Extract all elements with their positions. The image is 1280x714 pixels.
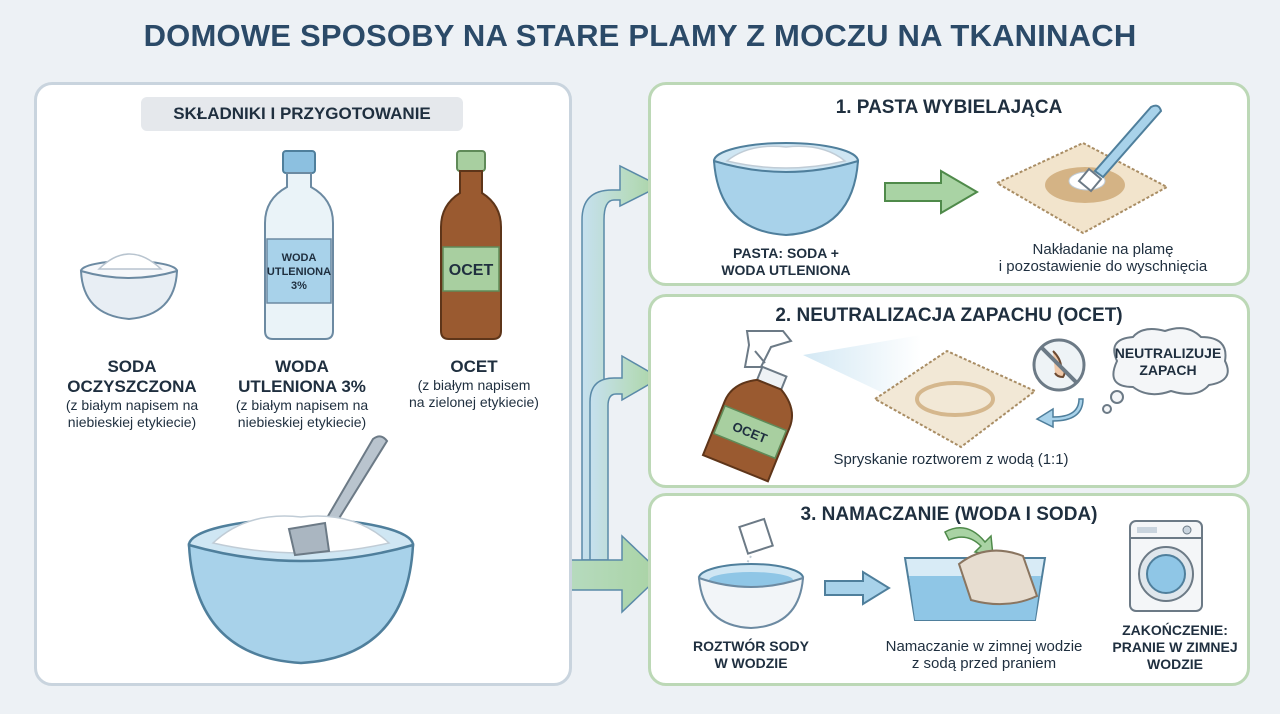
step-2-title: 2. NEUTRALIZACJA ZAPACHU (OCET) xyxy=(775,305,1123,326)
step-3-finish-label: ZAKOŃCZENIE: PRANIE W ZIMNEJ WODZIE xyxy=(1112,622,1238,672)
peroxide-label-line-3: 3% xyxy=(291,280,307,292)
arrow-right-icon xyxy=(824,570,891,606)
ingredients-panel: SKŁADNIKI I PRZYGOTOWANIE SODA OCZYSZCZO… xyxy=(34,82,572,686)
paste-bowl-icon xyxy=(712,142,860,237)
soda-solution-bowl-icon xyxy=(697,517,805,630)
fabric-stain-ring-icon xyxy=(873,349,1037,449)
ingredient-note-vinegar: (z białym napisem na zielonej etykiecie) xyxy=(409,377,539,410)
vinegar-spray-bottle-icon: OCET xyxy=(701,330,793,483)
peroxide-label-line-2: UTLENIONA xyxy=(267,266,331,278)
ingredient-name-peroxide: WODA UTLENIONA 3% xyxy=(238,357,366,396)
step-1-title: 1. PASTA WYBIELAJĄCA xyxy=(835,97,1063,118)
neutralize-bubble-text: NEUTRALIZUJE ZAPACH xyxy=(1114,345,1222,378)
stained-fabric-brush-icon xyxy=(994,104,1170,235)
soda-bowl-icon xyxy=(79,253,179,321)
flow-arrow-to-step-2 xyxy=(589,354,662,561)
ingredient-name-soda: SODA OCZYSZCZONA xyxy=(67,357,197,396)
no-smell-icon xyxy=(1032,338,1086,392)
step-1-apply-label: Nakładanie na plamę i pozostawienie do w… xyxy=(998,241,1208,275)
vinegar-bottle-label: OCET xyxy=(449,262,494,279)
ingredient-note-peroxide: (z białym napisem na niebieskiej etykiec… xyxy=(235,397,369,430)
washing-machine-icon xyxy=(1129,520,1203,612)
step-3-soak-label: Namaczanie w zimnej wodzie z sodą przed … xyxy=(885,638,1083,672)
step-3-title: 3. NAMACZANIE (WODA I SODA) xyxy=(800,504,1098,525)
curved-arrow-icon xyxy=(1035,398,1084,429)
step-2-panel: 2. NEUTRALIZACJA ZAPACHU (OCET) OCET xyxy=(648,294,1250,488)
ingredient-note-soda: (z białym napisem na niebieskiej etykiec… xyxy=(65,397,199,430)
hydrogen-peroxide-bottle-icon: WODA UTLENIONA 3% xyxy=(264,150,334,340)
soaking-basin-icon xyxy=(903,527,1047,621)
step-1-paste-label: PASTA: SODA + WODA UTLENIONA xyxy=(721,245,851,278)
mixing-bowl-icon xyxy=(187,435,415,665)
step-2-spray-label: Spryskanie roztworem z wodą (1:1) xyxy=(833,451,1069,468)
page-title: DOMOWE SPOSOBY NA STARE PLAMY Z MOCZU NA… xyxy=(143,18,1137,53)
peroxide-label-line-1: WODA xyxy=(282,252,317,264)
thought-bubble-icon xyxy=(1102,327,1229,414)
step-1-panel: 1. PASTA WYBIELAJĄCA PASTA: SODA + WODA … xyxy=(648,82,1250,286)
ingredient-name-vinegar: OCET xyxy=(450,357,498,376)
step-3-panel: 3. NAMACZANIE (WODA I SODA) ROZTWÓR SODY… xyxy=(648,493,1250,686)
vinegar-bottle-icon: OCET xyxy=(440,150,502,340)
step-3-solution-label: ROZTWÓR SODY W WODZIE xyxy=(693,638,809,671)
arrow-right-icon xyxy=(884,169,979,215)
ingredients-header: SKŁADNIKI I PRZYGOTOWANIE xyxy=(141,97,463,131)
